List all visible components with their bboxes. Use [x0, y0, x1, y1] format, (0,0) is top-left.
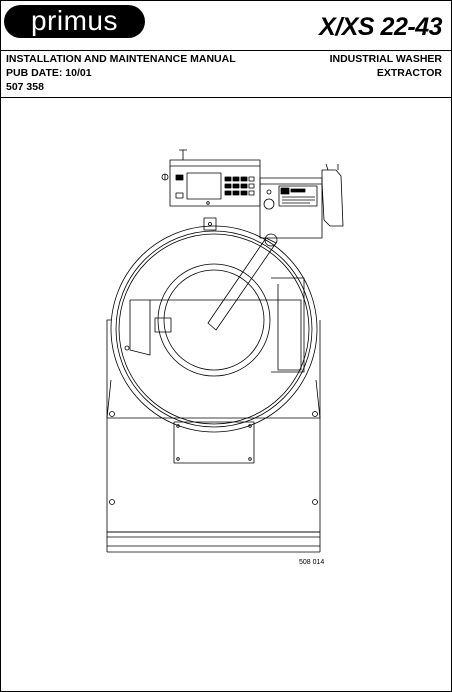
door-outer-ring	[110, 225, 318, 433]
subheader-divider	[1, 97, 451, 98]
upper-cabinet	[259, 177, 323, 239]
warning-label	[278, 185, 318, 207]
model-title: X/XS 22-43	[319, 13, 442, 41]
primus-logo: primus	[4, 5, 145, 38]
keypad	[224, 176, 255, 196]
pub-date: PUB DATE: 10/01	[6, 67, 92, 79]
service-panel	[173, 421, 255, 464]
display-screen	[186, 172, 222, 200]
supply-hopper	[321, 169, 344, 227]
product-type-line2: EXTRACTOR	[376, 67, 442, 79]
door-handle	[207, 237, 277, 331]
product-type-line1: INDUSTRIAL WASHER	[329, 53, 442, 65]
door-glass	[157, 263, 271, 377]
header-divider	[1, 50, 451, 51]
machine-base	[106, 531, 321, 547]
door-latch	[154, 317, 172, 333]
drawing-code: 508 014	[299, 559, 325, 566]
manual-title: INSTALLATION AND MAINTENANCE MANUAL	[6, 53, 236, 65]
document-number: 507 358	[6, 81, 44, 93]
